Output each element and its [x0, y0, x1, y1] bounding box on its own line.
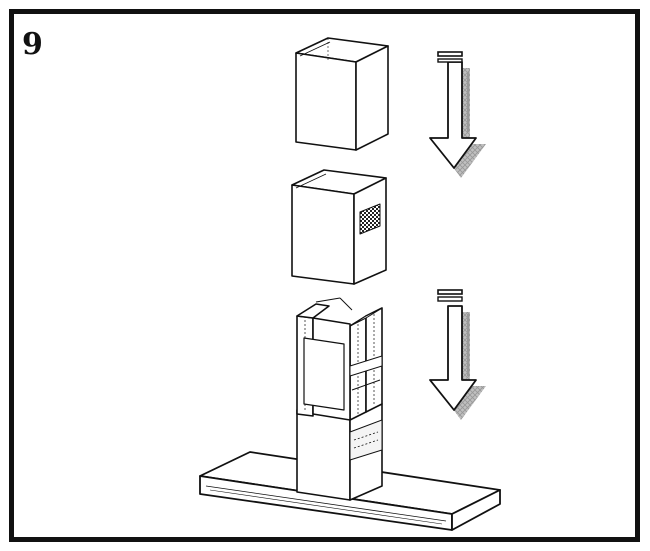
step-number: 9: [22, 27, 43, 62]
support-frame: [296, 297, 383, 501]
down-arrow-lower: [429, 289, 486, 420]
lower-chimney-cover: [291, 169, 387, 285]
vent-grill-icon: [359, 203, 381, 235]
upper-chimney-cover: [295, 37, 389, 151]
down-arrow-upper: [429, 51, 486, 178]
